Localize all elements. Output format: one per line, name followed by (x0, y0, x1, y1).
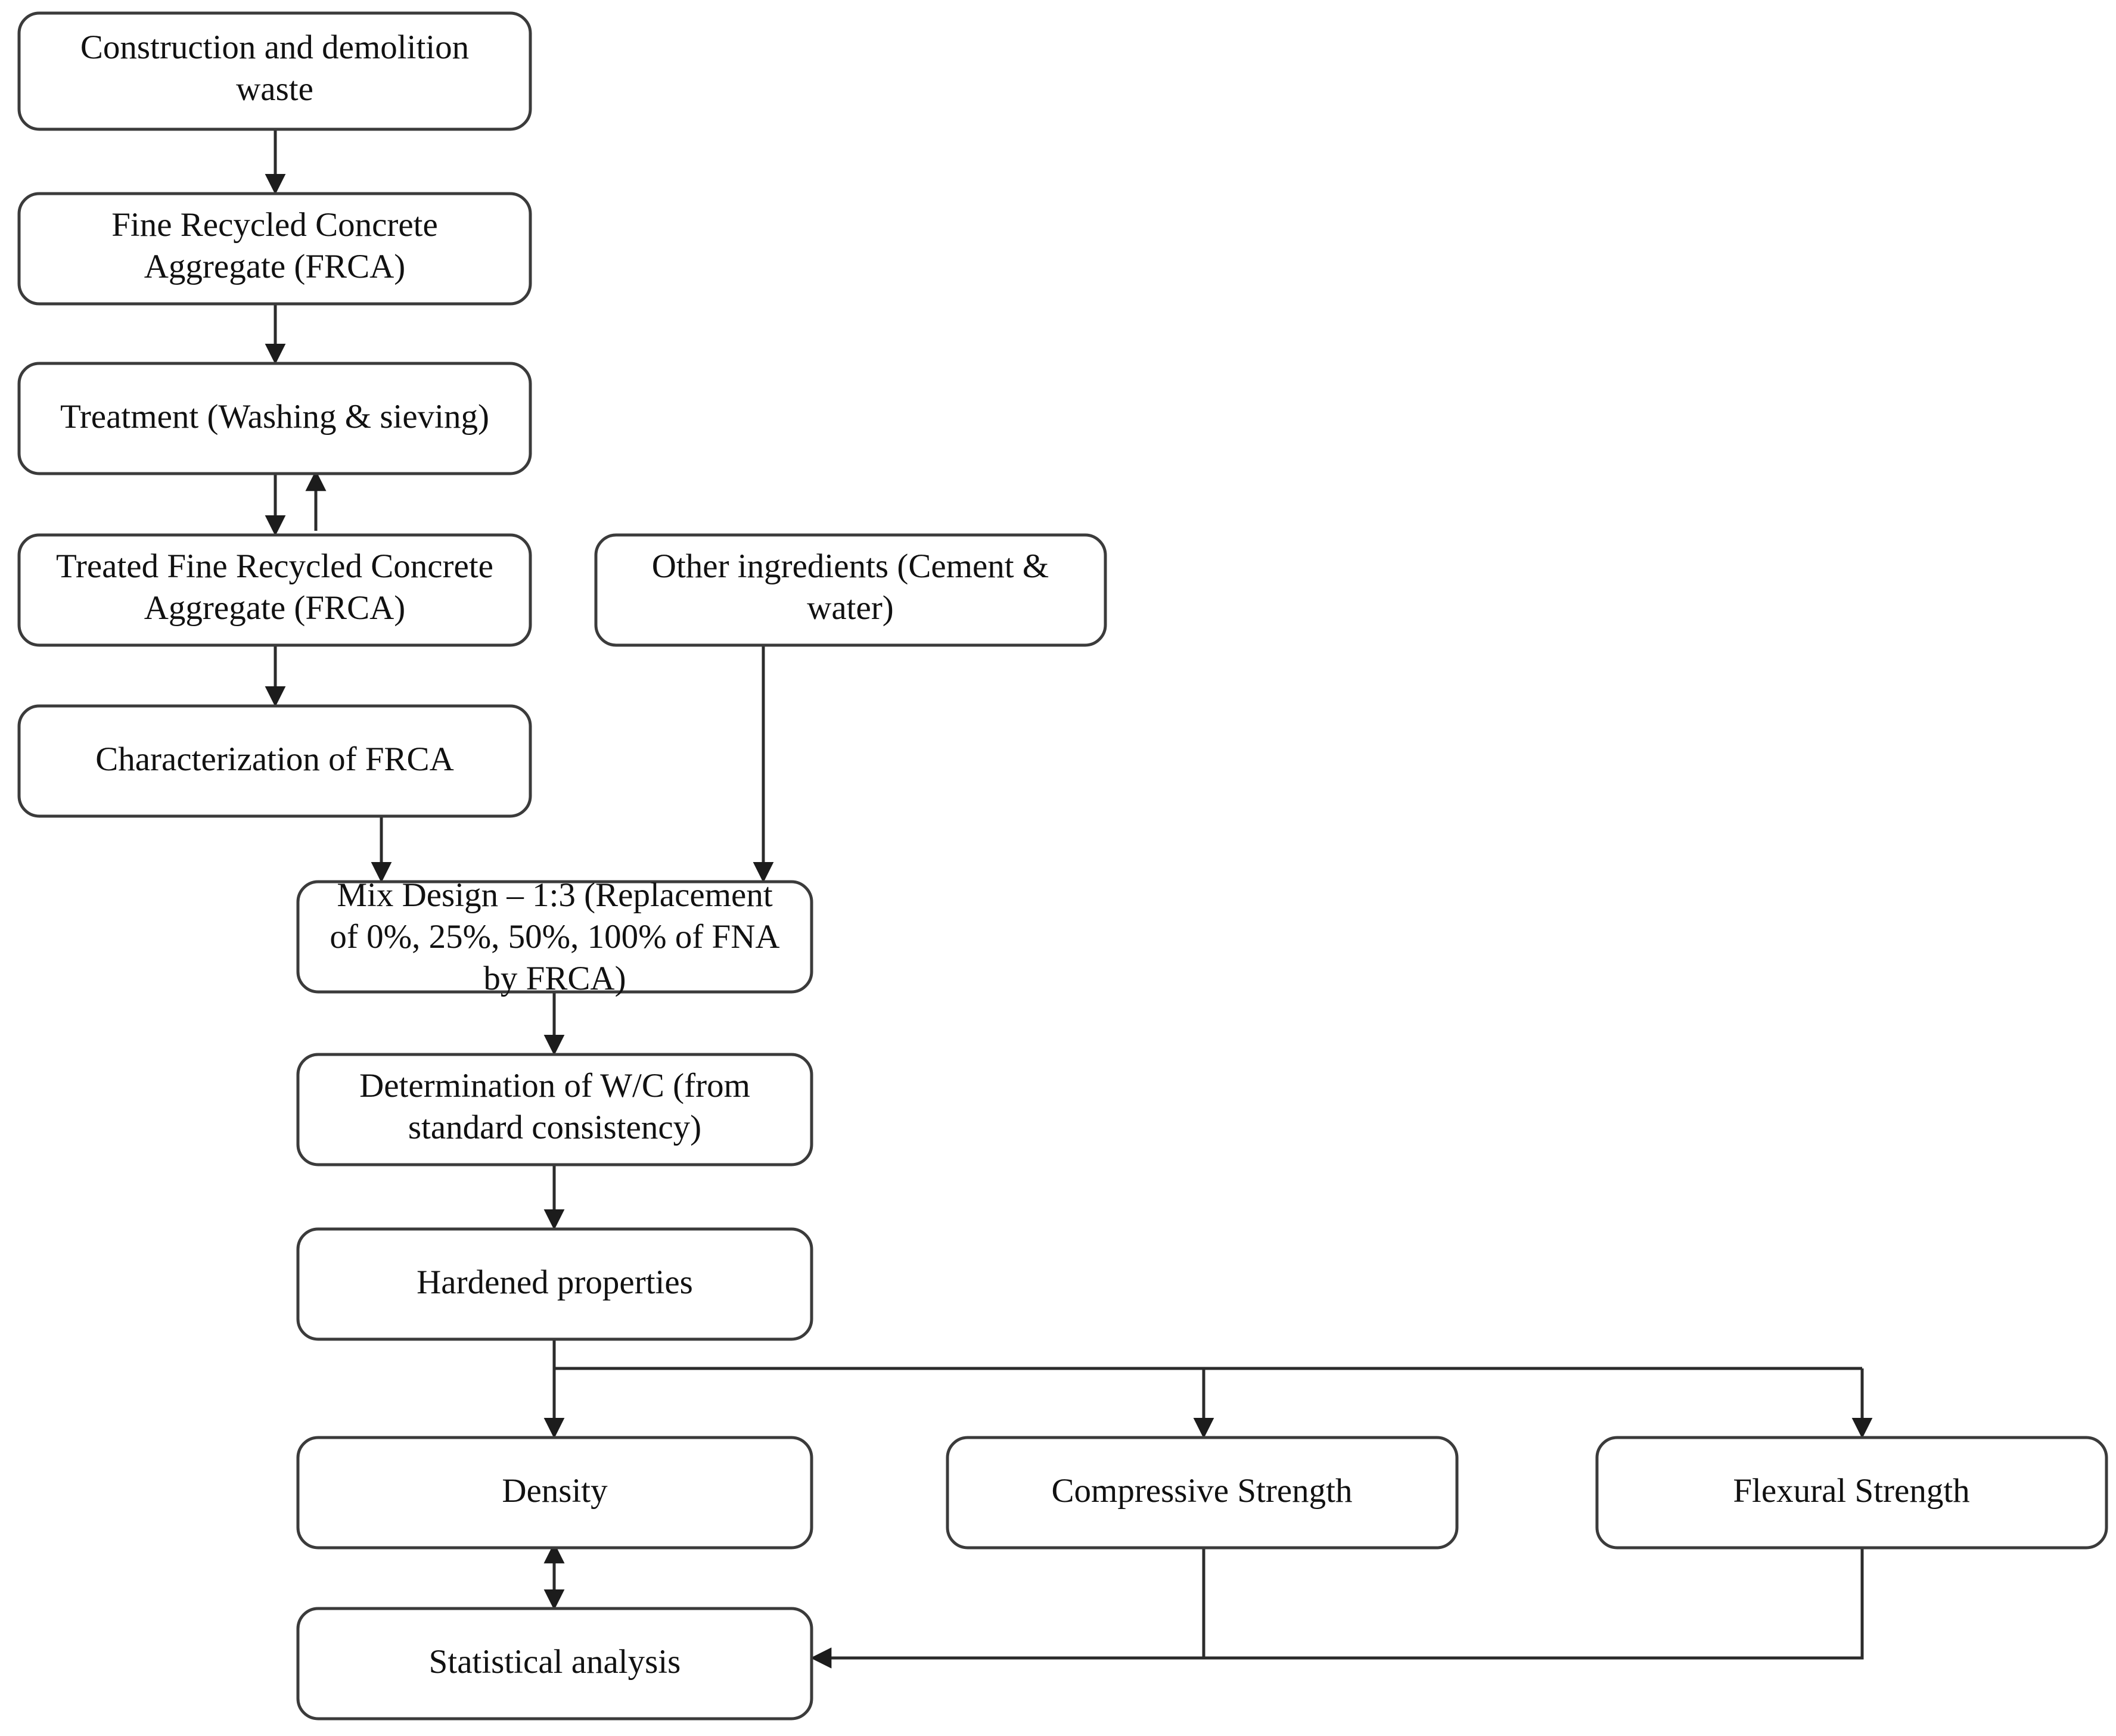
node-label-line: waste (236, 70, 313, 108)
node-label-line: Compressive Strength (1051, 1472, 1352, 1510)
node-label-line: water) (807, 589, 894, 627)
node-compressive-strength[interactable]: Compressive Strength (946, 1436, 1459, 1550)
node-box[interactable] (17, 704, 532, 818)
node-label-line: Aggregate (FRCA) (144, 248, 406, 285)
node-label-line: Characterization of FRCA (95, 741, 454, 778)
node-other-ingredients-cement-water[interactable]: Other ingredients (Cement & water) (594, 533, 1107, 647)
node-box[interactable] (1595, 1436, 2108, 1550)
node-label-line: Treatment (Washing & sieving) (60, 398, 489, 435)
node-box[interactable] (17, 362, 532, 475)
node-flexural-strength[interactable]: Flexural Strength (1595, 1436, 2108, 1550)
node-box[interactable] (296, 880, 813, 994)
node-determination-of-wc[interactable]: Determination of W/C (from standard cons… (296, 1053, 813, 1166)
node-box[interactable] (296, 1053, 813, 1166)
node-box[interactable] (17, 11, 532, 131)
node-characterization-of-frca[interactable]: Characterization of FRCA (17, 704, 532, 818)
node-box[interactable] (296, 1436, 813, 1550)
node-label-line: Statistical analysis (429, 1643, 681, 1681)
node-label-line: Mix Design – 1:3 (Replacement (337, 876, 773, 914)
node-label-line: Density (502, 1472, 608, 1510)
node-label-line: Determination of W/C (from (359, 1067, 750, 1105)
node-box[interactable] (594, 533, 1107, 647)
node-treatment-washing-sieving[interactable]: Treatment (Washing & sieving) (17, 362, 532, 475)
node-label-line: Hardened properties (417, 1264, 693, 1301)
node-box[interactable] (946, 1436, 1459, 1550)
node-statistical-analysis[interactable]: Statistical analysis (296, 1607, 813, 1721)
node-label-line: Fine Recycled Concrete (111, 206, 438, 244)
node-label-line: Aggregate (FRCA) (144, 589, 406, 627)
node-construction-demolition-waste[interactable]: Construction and demolition waste (17, 11, 532, 131)
node-box[interactable] (296, 1607, 813, 1721)
node-layer: Construction and demolition waste Fine R… (17, 11, 2108, 1721)
node-density[interactable]: Density (296, 1436, 813, 1550)
node-box[interactable] (17, 192, 532, 306)
node-label-line: by FRCA) (483, 960, 626, 997)
node-fine-recycled-concrete-aggregate[interactable]: Fine Recycled Concrete Aggregate (FRCA) (17, 192, 532, 306)
node-label-line: of 0%, 25%, 50%, 100% of FNA (330, 918, 779, 956)
edge-flexural-to-statistical (810, 1548, 1864, 1669)
edge-layer (265, 129, 1873, 1669)
node-treated-fine-recycled-concrete-aggregate[interactable]: Treated Fine Recycled Concrete Aggregate… (17, 533, 532, 647)
node-mix-design[interactable]: Mix Design – 1:3 (Replacement of 0%, 25%… (296, 876, 813, 997)
node-label-line: Other ingredients (Cement & (652, 547, 1049, 585)
node-box[interactable] (17, 533, 532, 647)
node-label-line: standard consistency) (408, 1109, 701, 1146)
node-label-line: Treated Fine Recycled Concrete (56, 547, 493, 585)
node-label-line: Flexural Strength (1733, 1472, 1969, 1510)
node-hardened-properties[interactable]: Hardened properties (296, 1227, 813, 1341)
node-label-line: Construction and demolition (80, 29, 469, 66)
node-box[interactable] (296, 1227, 813, 1341)
